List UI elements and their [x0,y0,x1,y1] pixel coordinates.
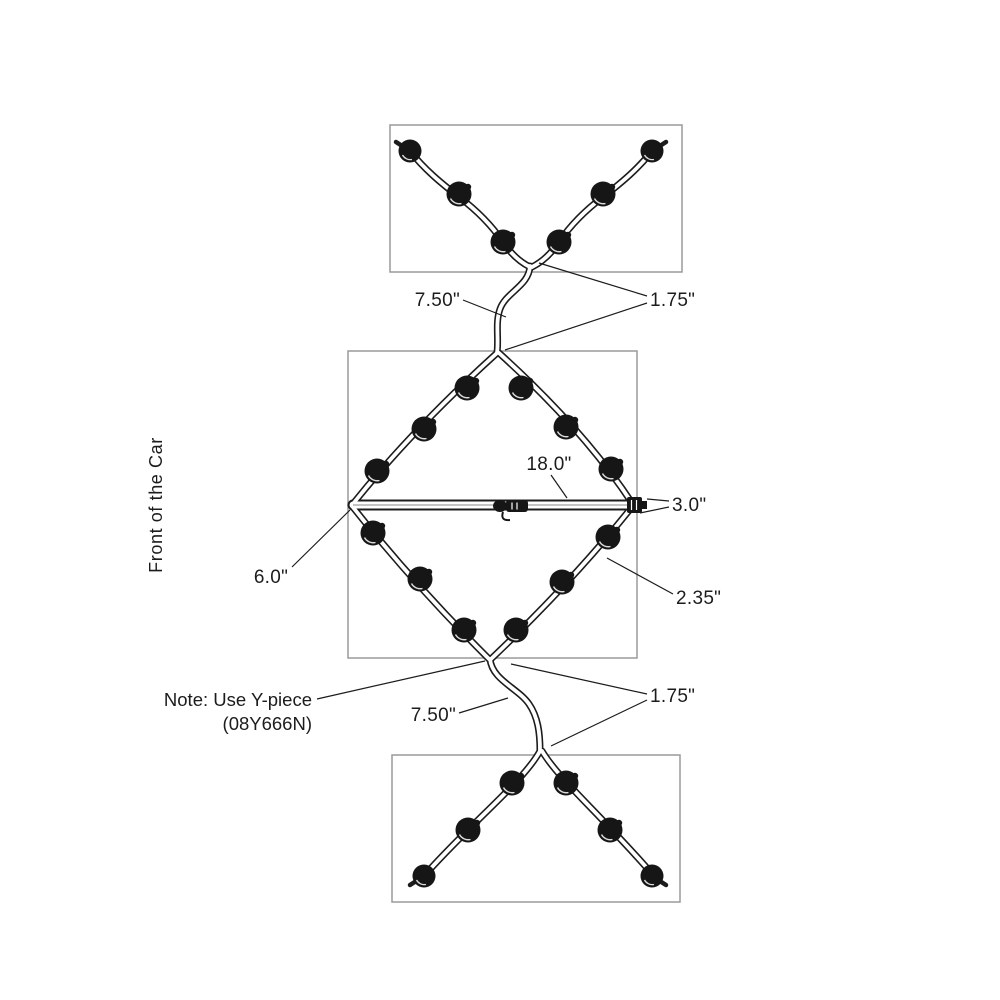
light-marker [453,374,481,402]
light-marker [552,769,580,797]
end-connector [639,863,665,889]
note-line1: Note: Use Y-piece [164,689,312,710]
end-plug [627,497,647,513]
light-marker [594,523,622,551]
light-marker [363,457,391,485]
light-marker [406,565,434,593]
light-marker [596,816,624,844]
dimension-top-branch-spacing: 1.75" [650,290,695,311]
end-plug-body [627,497,642,513]
light-marker [498,769,526,797]
leader-top-lead [462,299,507,318]
light-marker [548,568,576,596]
leader-side-spacing [291,509,351,568]
leader-center-cable [550,474,568,499]
light-marker [359,519,387,547]
dimension-top-lead: 7.50" [415,290,460,311]
leader-light-spacing [606,557,674,595]
dimension-end-connector: 3.0" [672,495,706,516]
end-connector [639,138,665,164]
light-marker [552,413,580,441]
end-connector [397,138,423,164]
leader-note [316,660,486,700]
dimension-light-spacing: 2.35" [676,588,721,609]
leader-top-branch-2 [504,302,648,351]
zone-outline-top [389,124,683,273]
dimension-side-spacing: 6.0" [254,567,288,588]
labels: Front of the Car 7.50" 1.75" 18.0" 3.0" … [146,290,721,734]
dimension-center-cable: 18.0" [526,454,571,475]
front-of-car-label: Front of the Car [146,437,166,573]
leader-end-connector-2 [639,506,670,514]
light-marker [507,374,535,402]
dimension-bottom-lead: 7.50" [411,705,456,726]
leader-bottom-branch-2 [550,699,648,747]
light-marker [589,180,617,208]
light-marker [445,180,473,208]
center-connector [493,500,528,522]
leader-top-branch-1 [538,262,648,297]
zone-outline-bottom [391,754,681,903]
dimension-bottom-branch-spacing: 1.75" [650,686,695,707]
end-plug-nub [642,501,647,509]
note-line2: (08Y666N) [223,713,312,734]
light-marker [502,616,530,644]
center-connector-plug [493,500,507,512]
light-marker [597,455,625,483]
light-marker [450,616,478,644]
light-marker [489,228,517,256]
leader-bottom-branch-1 [510,663,648,695]
end-connector [411,863,437,889]
center-connector-tail [501,511,511,522]
light-marker [454,816,482,844]
leader-lines [291,262,674,747]
light-marker [410,415,438,443]
light-marker [545,228,573,256]
leader-bottom-lead [458,697,509,714]
leader-end-connector-1 [646,498,670,502]
